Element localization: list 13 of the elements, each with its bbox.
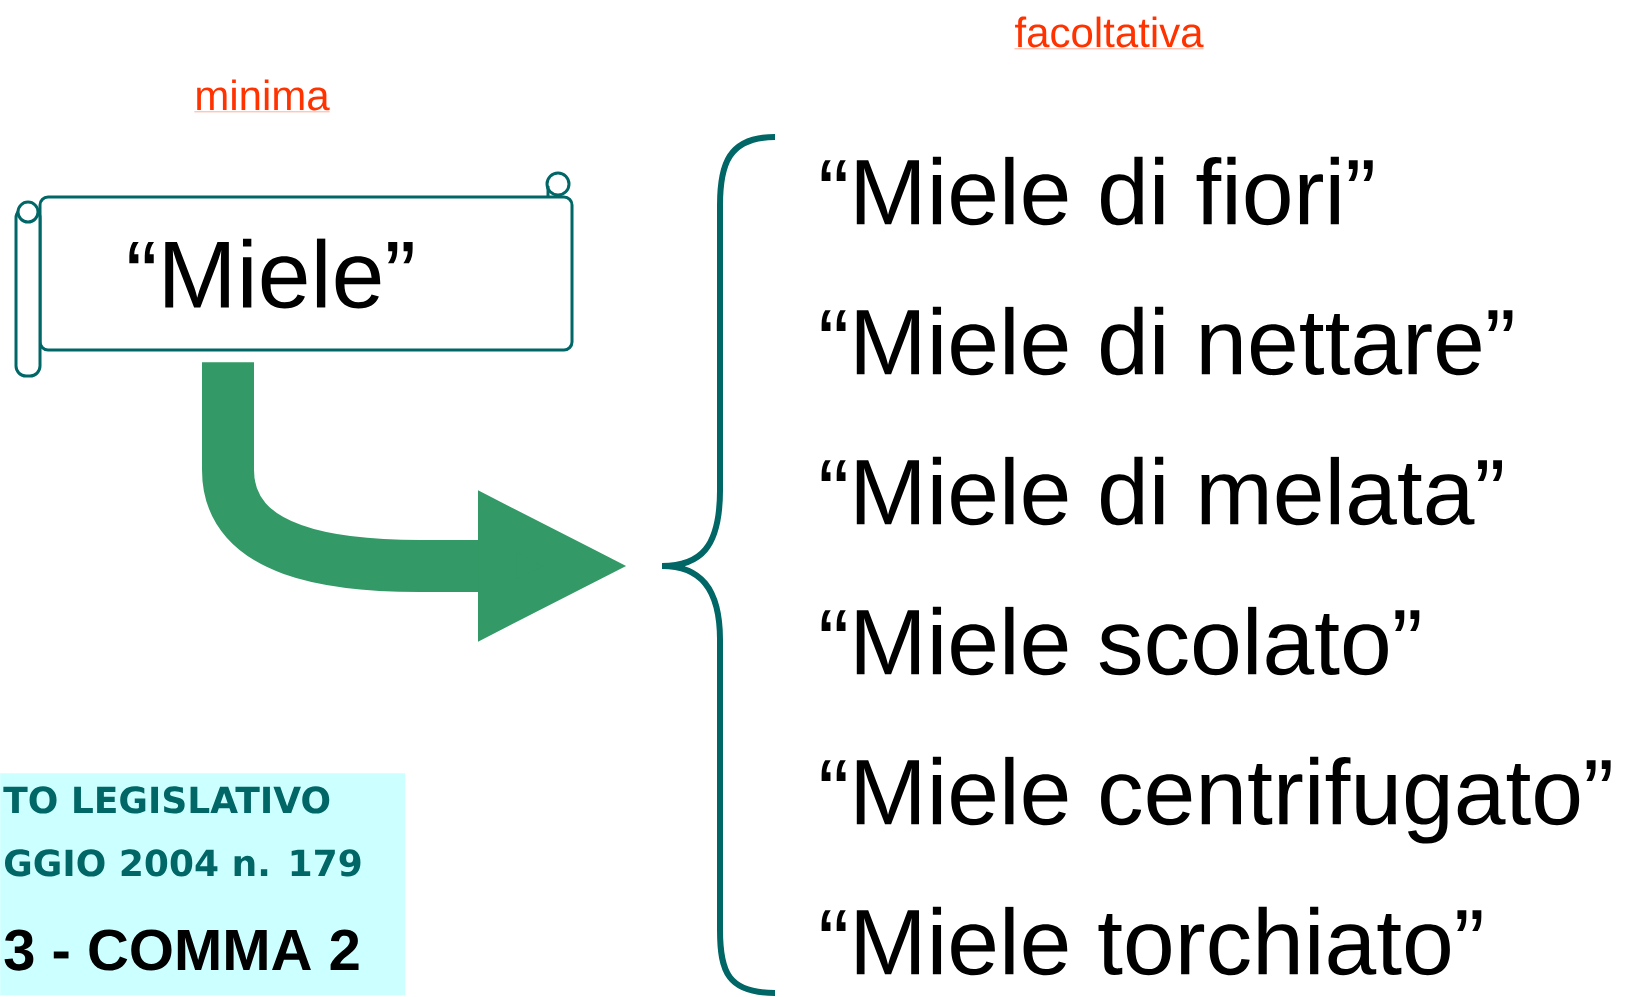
law-reference-text: GGIO 2004 n. 179 bbox=[5, 849, 361, 877]
law-reference-text: TO LEGISLATIVO bbox=[3, 786, 330, 814]
list-item: “Miele di melata” bbox=[821, 456, 1502, 526]
reference-box bbox=[0, 773, 406, 996]
list-item: “Miele torchiato” bbox=[821, 906, 1482, 976]
list-item: “Miele di nettare” bbox=[821, 306, 1513, 376]
list-item: “Miele centrifugato” bbox=[821, 756, 1611, 844]
caption-label: facoltativa bbox=[1014, 16, 1204, 49]
list-item: “Miele scolato” bbox=[821, 606, 1420, 676]
caption-label: minima bbox=[194, 79, 330, 112]
list-item: “Miele di fiori” bbox=[821, 156, 1373, 226]
scroll-banner: “Miele” bbox=[14, 171, 574, 378]
law-reference-text: 3 - COMMA 2 bbox=[4, 929, 359, 971]
